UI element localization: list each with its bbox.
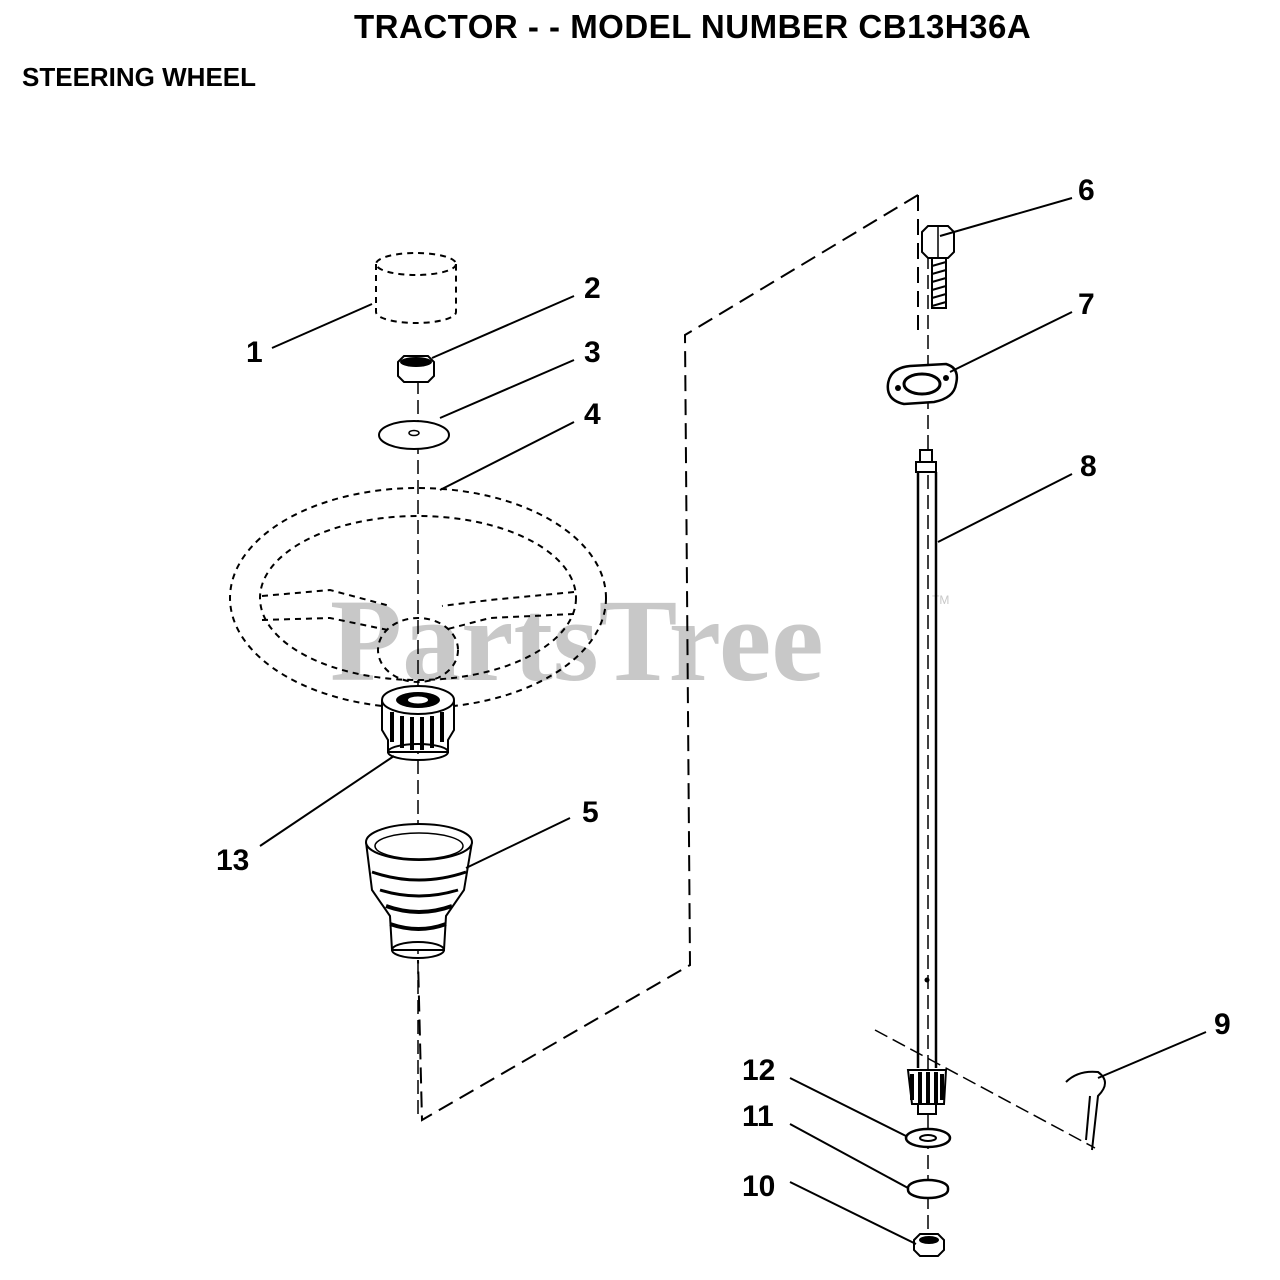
callout-2: 2 [584, 272, 601, 305]
callout-11: 11 [742, 1100, 774, 1133]
part-8-steering-shaft [915, 449, 938, 1068]
callout-7: 7 [1078, 288, 1095, 321]
callout-5: 5 [582, 796, 599, 829]
callout-1: 1 [246, 336, 263, 369]
callout-3: 3 [584, 336, 601, 369]
callout-13: 13 [216, 844, 249, 877]
callout-6: 6 [1078, 174, 1095, 207]
part-6-bolt [921, 225, 955, 309]
part-11-spacer [906, 1178, 950, 1200]
part-5-bushing [365, 823, 473, 959]
watermark-trademark: TM [932, 593, 949, 607]
callout-8: 8 [1080, 450, 1097, 483]
part-1-cap [375, 252, 457, 324]
part-2-nut [397, 355, 435, 383]
part-4-steering-wheel [229, 487, 607, 709]
callout-12: 12 [742, 1054, 775, 1087]
diagram-title: TRACTOR - - MODEL NUMBER CB13H36A [354, 8, 1032, 45]
part-12-washer [904, 1127, 952, 1149]
part-13-hub-adapter [381, 685, 455, 761]
callout-4: 4 [584, 398, 601, 431]
leader-lines [259, 197, 1207, 1245]
part-3-washer [378, 420, 450, 450]
callout-9: 9 [1214, 1008, 1231, 1041]
part-7-flange-plate [886, 362, 959, 406]
callout-10: 10 [742, 1170, 775, 1203]
part-10-nut [913, 1233, 945, 1257]
assembly-boundary [417, 194, 919, 1122]
shaft-pinion-gear [906, 1069, 948, 1115]
diagram-subtitle: STEERING WHEEL [22, 62, 257, 92]
pin-axis [874, 1029, 1096, 1149]
part-9-cotter-pin [1065, 1070, 1106, 1151]
